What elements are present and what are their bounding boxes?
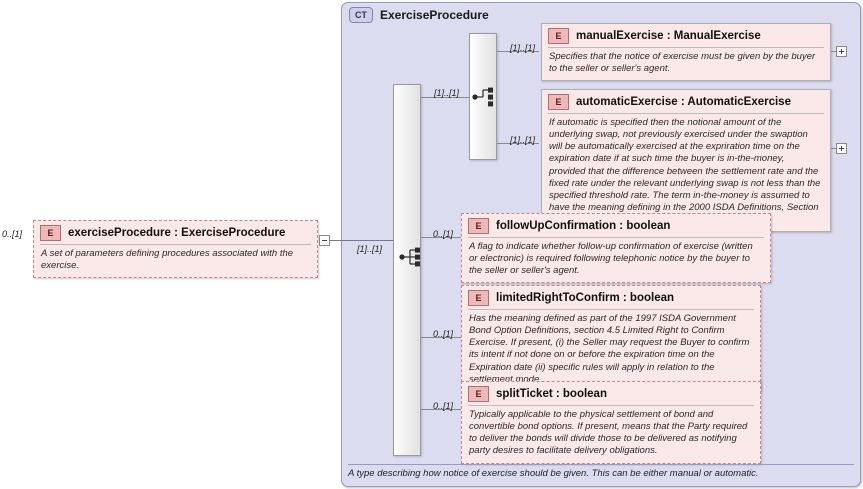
connector-line bbox=[421, 409, 461, 410]
divider bbox=[548, 113, 824, 114]
element-tag-icon: E bbox=[548, 94, 569, 110]
divider bbox=[40, 244, 311, 245]
element-documentation: Specifies that the notice of exercise mu… bbox=[549, 51, 816, 75]
element-documentation: Has the meaning defined as part of the 1… bbox=[469, 313, 750, 385]
expand-toggle-manual-exercise[interactable] bbox=[836, 46, 847, 57]
collapse-toggle-exercise-procedure[interactable] bbox=[319, 235, 330, 246]
element-exercise-procedure[interactable]: E exerciseProcedure : ExerciseProcedure … bbox=[33, 220, 318, 279]
connector-line bbox=[497, 143, 539, 144]
connector-line bbox=[497, 51, 539, 52]
sequence-cardinality: [1]..[1] bbox=[357, 244, 383, 254]
element-cardinality-follow-up: 0..[1] bbox=[433, 229, 454, 239]
element-header: E followUpConfirmation : boolean bbox=[462, 214, 770, 237]
element-name: splitTicket : boolean bbox=[496, 388, 607, 400]
element-documentation: A set of parameters defining procedures … bbox=[41, 248, 294, 272]
element-cardinality-manual: [1]..[1] bbox=[510, 43, 536, 53]
sequence-group-bar[interactable] bbox=[393, 84, 421, 456]
connector-line bbox=[421, 97, 469, 98]
element-tag-icon: E bbox=[40, 225, 61, 241]
element-name: automaticExercise : AutomaticExercise bbox=[576, 96, 791, 108]
sequence-icon bbox=[399, 247, 425, 267]
element-cardinality-split-ticket: 0..[1] bbox=[433, 401, 454, 411]
connector-line bbox=[330, 240, 341, 241]
element-header: E exerciseProcedure : ExerciseProcedure bbox=[34, 221, 317, 244]
element-cardinality-limited-right: 0..[1] bbox=[433, 329, 454, 339]
complex-type-tag-icon: CT bbox=[349, 7, 373, 23]
expand-toggle-automatic-exercise[interactable] bbox=[836, 143, 847, 154]
element-cardinality-automatic: [1]..[1] bbox=[510, 135, 536, 145]
connector-line bbox=[421, 237, 461, 238]
element-tag-icon: E bbox=[468, 386, 489, 402]
element-tag-icon: E bbox=[468, 290, 489, 306]
complex-type-title: ExerciseProcedure bbox=[380, 8, 489, 22]
element-name: limitedRightToConfirm : boolean bbox=[496, 292, 675, 304]
choice-icon bbox=[472, 87, 498, 107]
root-element-cardinality: 0..[1] bbox=[2, 229, 23, 239]
element-manual-exercise[interactable]: E manualExercise : ManualExercise Specif… bbox=[541, 23, 831, 82]
element-tag-icon: E bbox=[548, 28, 569, 44]
divider bbox=[468, 405, 754, 406]
element-documentation: Typically applicable to the physical set… bbox=[469, 409, 748, 457]
complex-type-documentation: A type describing how notice of exercise… bbox=[348, 468, 759, 479]
connector-line bbox=[831, 148, 836, 149]
connector-line bbox=[421, 337, 461, 338]
element-name: manualExercise : ManualExercise bbox=[576, 30, 761, 42]
element-header: E manualExercise : ManualExercise bbox=[542, 24, 830, 47]
element-split-ticket[interactable]: E splitTicket : boolean Typically applic… bbox=[461, 381, 761, 464]
element-follow-up-confirmation[interactable]: E followUpConfirmation : boolean A flag … bbox=[461, 213, 771, 284]
element-name: followUpConfirmation : boolean bbox=[496, 220, 671, 232]
element-automatic-exercise[interactable]: E automaticExercise : AutomaticExercise … bbox=[541, 89, 831, 233]
element-documentation: A flag to indicate whether follow-up con… bbox=[469, 241, 753, 277]
element-name: exerciseProcedure : ExerciseProcedure bbox=[68, 227, 286, 239]
element-header: E automaticExercise : AutomaticExercise bbox=[542, 90, 830, 113]
connector-line bbox=[341, 240, 393, 241]
complex-type-header: CT ExerciseProcedure bbox=[349, 6, 489, 24]
choice-cardinality: [1]..[1] bbox=[434, 88, 460, 98]
element-header: E splitTicket : boolean bbox=[462, 382, 760, 405]
divider bbox=[468, 237, 764, 238]
divider bbox=[548, 47, 824, 48]
divider bbox=[348, 464, 854, 465]
element-tag-icon: E bbox=[468, 218, 489, 234]
connector-line bbox=[831, 51, 836, 52]
divider bbox=[468, 309, 754, 310]
element-header: E limitedRightToConfirm : boolean bbox=[462, 286, 760, 309]
element-limited-right-to-confirm[interactable]: E limitedRightToConfirm : boolean Has th… bbox=[461, 285, 761, 392]
